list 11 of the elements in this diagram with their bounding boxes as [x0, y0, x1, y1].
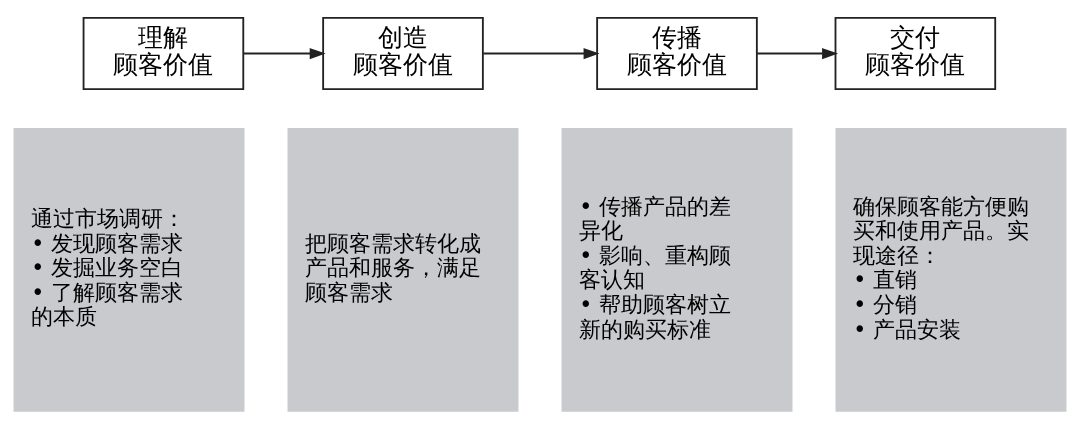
arrow — [482, 47, 600, 59]
node-box: 交付顾客价值 — [834, 16, 997, 90]
arrow — [756, 47, 839, 59]
node-box: 确保顾客能方便购买和使用产品。实现途径： • 直销 • 分销 • 产品安装 — [835, 127, 1067, 412]
node-box: 通过市场调研： • 发现顾客需求 • 发掘业务空白 • 了解顾客需求的本质 — [13, 127, 245, 412]
node-box: 理解顾客价值 — [82, 16, 245, 90]
node-box: • 传播产品的差异化 • 影响、重构顾客认知 • 帮助顾客树立新的购买标准 — [561, 127, 793, 412]
arrow — [242, 47, 326, 59]
node-box: 传播顾客价值 — [596, 16, 758, 90]
node-box: 把顾客需求转化成产品和服务，满足顾客需求 — [287, 127, 519, 412]
node-box: 创造顾客价值 — [322, 16, 484, 90]
